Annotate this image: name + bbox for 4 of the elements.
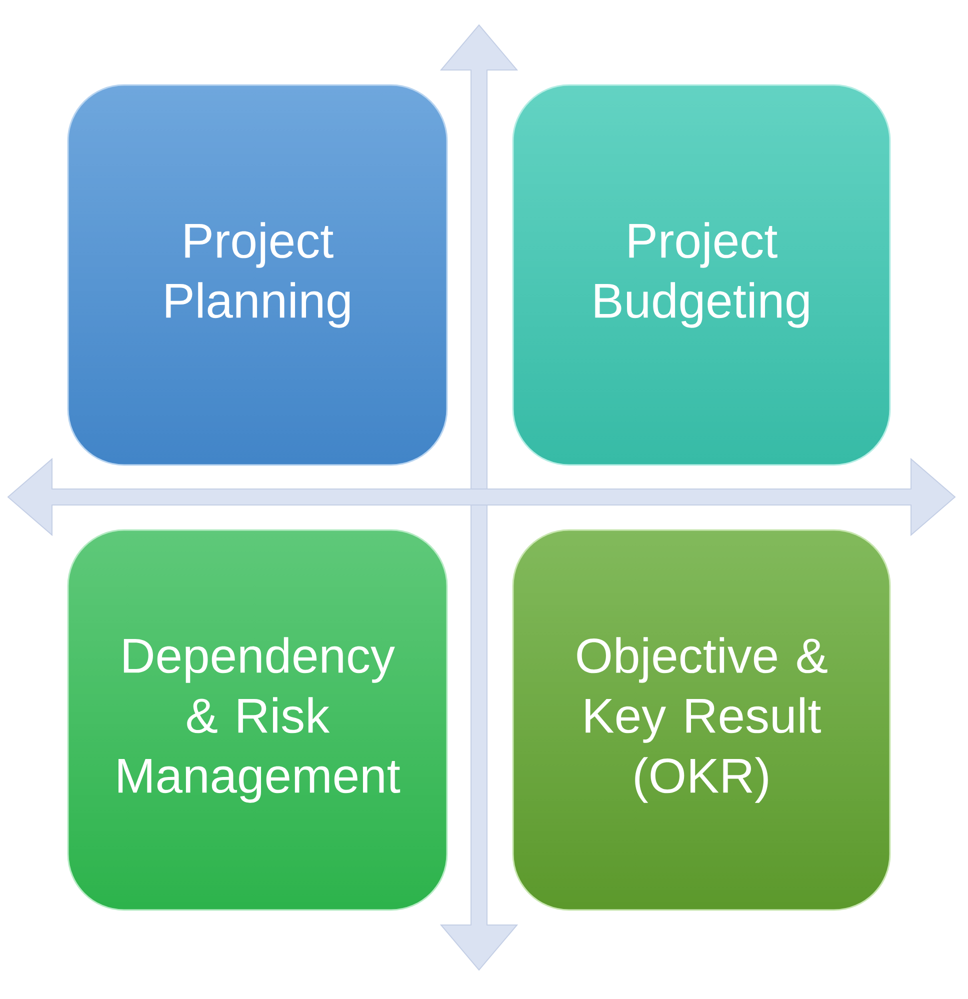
quadrant-box: Dependency & Risk Management: [67, 529, 448, 911]
quadrant-box: Objective & Key Result (OKR): [512, 529, 891, 911]
quadrant-box: Project Budgeting: [512, 84, 891, 466]
quadrant-box: Project Planning: [67, 84, 448, 466]
